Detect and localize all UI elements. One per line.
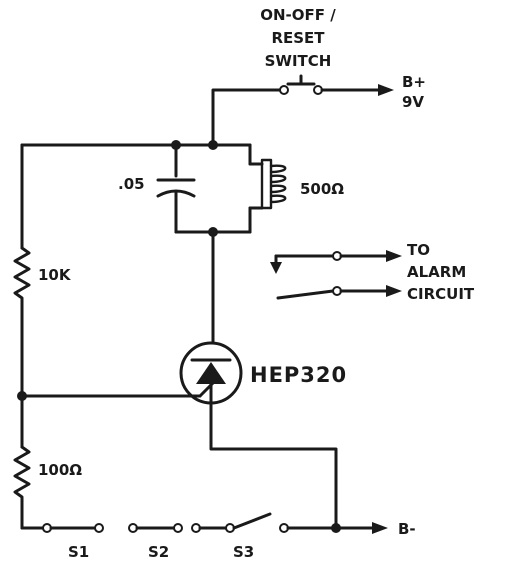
switch-label-line3: SWITCH	[265, 52, 332, 70]
alarm-label-line2: ALARM	[407, 263, 466, 281]
supply-positive-label: B+	[402, 73, 426, 91]
resistor-10k-label: 10K	[38, 266, 72, 284]
scr-label: HEP320	[250, 363, 347, 387]
left-wire	[17, 143, 202, 449]
alarm-label-line3: CIRCUIT	[407, 285, 475, 303]
switch-label-line2: RESET	[271, 29, 325, 47]
reset-switch	[211, 74, 380, 147]
resistor-10k	[13, 246, 31, 306]
resistor-100-label: 100Ω	[38, 461, 82, 479]
supply-negative-arrow	[372, 522, 388, 534]
scr-thyristor	[179, 341, 243, 405]
capacitor	[156, 178, 196, 234]
switch-s3-label: S3	[233, 543, 254, 561]
relay-coil	[248, 158, 287, 234]
cathode-wire	[209, 401, 338, 530]
switch-s2-label: S2	[148, 543, 169, 561]
top-rail	[20, 140, 252, 178]
switch-s1-label: S1	[68, 543, 89, 561]
resistor-100	[13, 445, 31, 522]
supply-voltage-label: 9V	[402, 93, 424, 111]
block-bottom-rail	[174, 227, 252, 345]
supply-positive-arrow	[378, 84, 394, 96]
alarm-contacts	[270, 250, 402, 300]
supply-negative-label: B-	[398, 520, 416, 538]
switch-label-line1: ON-OFF /	[260, 6, 336, 24]
bottom-rail	[20, 512, 374, 533]
capacitor-label: .05	[118, 175, 145, 193]
alarm-label-line1: TO	[407, 241, 430, 259]
coil-label: 500Ω	[300, 180, 344, 198]
